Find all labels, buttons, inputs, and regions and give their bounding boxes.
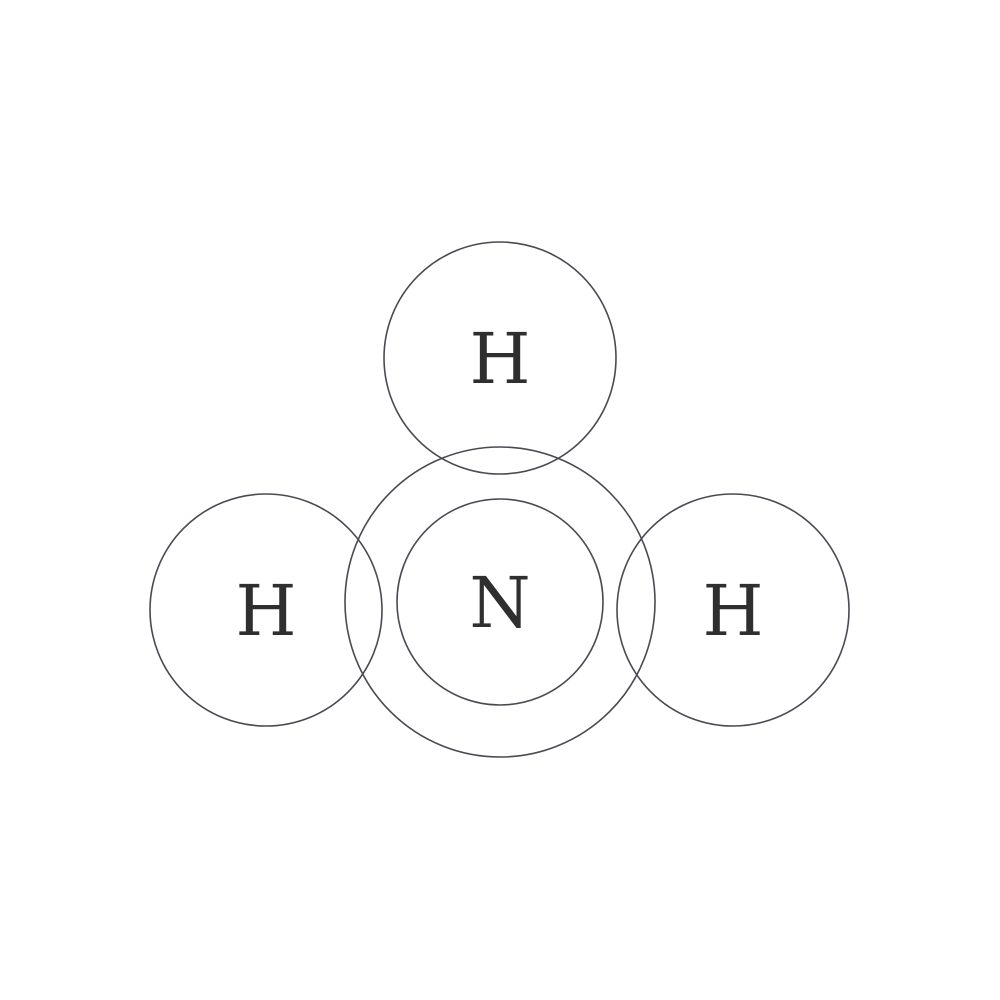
hydrogen-atom-top: H: [383, 241, 617, 475]
nitrogen-outer-shell: [344, 446, 656, 758]
hydrogen-left-shell: [149, 493, 383, 727]
hydrogen-top-label: H: [469, 318, 530, 400]
hydrogen-right-label: H: [702, 570, 763, 652]
nitrogen-atom-center: N: [344, 446, 656, 758]
nitrogen-inner-shell: [396, 498, 604, 706]
hydrogen-right-shell: [616, 493, 850, 727]
hydrogen-atom-left: H: [149, 493, 383, 727]
hydrogen-atom-right: H: [616, 493, 850, 727]
nitrogen-label: N: [469, 562, 530, 644]
hydrogen-left-label: H: [235, 570, 296, 652]
hydrogen-top-shell: [383, 241, 617, 475]
